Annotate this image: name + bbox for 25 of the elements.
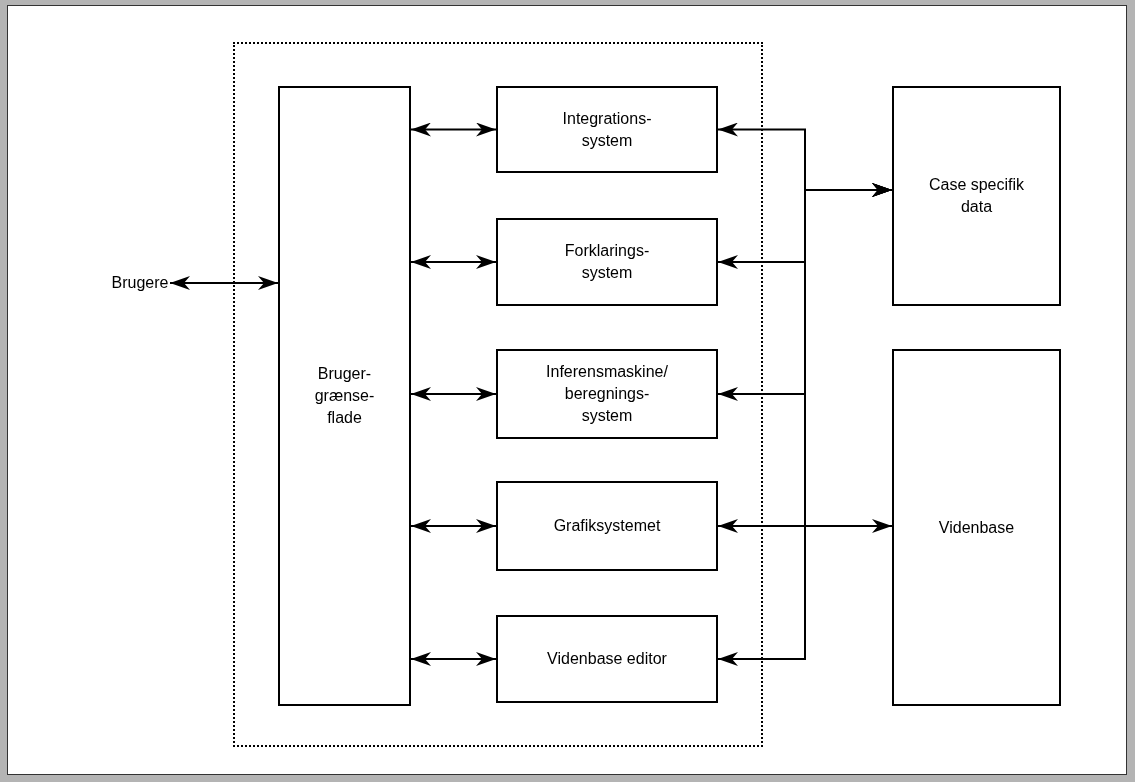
node-label: Videnbase editor bbox=[547, 649, 667, 669]
arrow bbox=[410, 122, 497, 137]
process-box bbox=[496, 615, 718, 703]
process-box bbox=[892, 349, 1061, 706]
node-label: Integrations-system bbox=[561, 108, 653, 151]
process-box bbox=[496, 86, 718, 173]
process-box bbox=[278, 86, 411, 706]
node-label: Videnbase bbox=[938, 517, 1015, 538]
node-label: Grafiksystemet bbox=[553, 516, 661, 536]
process-box bbox=[496, 218, 718, 306]
node-label: Inferensmaskine/ beregnings-system bbox=[545, 362, 669, 426]
node-label: Brugere bbox=[111, 273, 169, 293]
arrow bbox=[169, 276, 279, 290]
arrow bbox=[717, 519, 893, 533]
arrow bbox=[410, 519, 497, 533]
arrow bbox=[410, 255, 497, 269]
node-label: Case specifik data bbox=[927, 175, 1026, 217]
node-label: Forklarings-system bbox=[563, 241, 651, 283]
group-boundary bbox=[233, 42, 763, 747]
process-box bbox=[496, 349, 718, 439]
arrow bbox=[410, 652, 497, 666]
process-box bbox=[496, 481, 718, 571]
arrow bbox=[410, 387, 497, 401]
node-label: Bruger-grænse-flade bbox=[313, 364, 376, 428]
process-box bbox=[892, 86, 1061, 306]
